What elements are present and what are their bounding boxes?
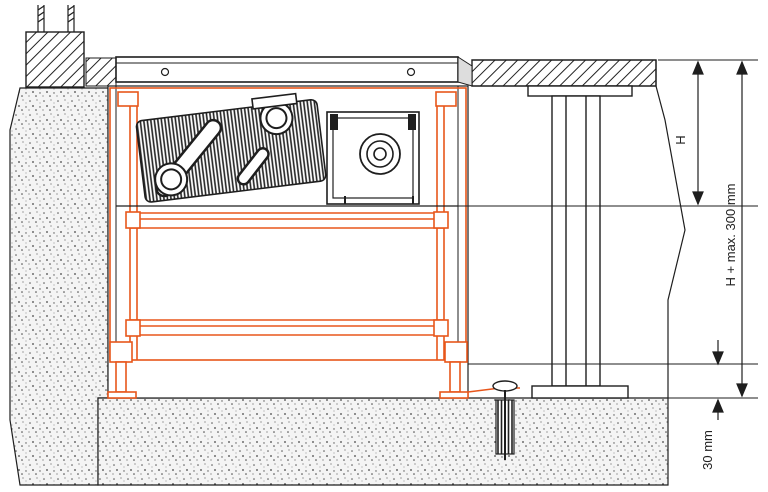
frame-brackets (117, 91, 457, 337)
left-wall-concrete (9, 87, 109, 486)
fan-unit-icon (326, 111, 420, 205)
floor-slab-concrete (97, 397, 669, 486)
wall-anchor-icon (492, 380, 518, 460)
floor-finish-hatched (471, 59, 657, 87)
grate-end-cap (457, 56, 473, 87)
label-height-max: H + max. 300 mm (723, 184, 738, 287)
dimension-h (692, 60, 704, 206)
label-floor-thickness: 30 mm (700, 430, 715, 470)
dimension-h-max (736, 60, 748, 398)
label-height: H (673, 135, 688, 144)
dimension-30mm (712, 340, 724, 420)
right-wall-outline (655, 60, 686, 398)
floor-pedestal (527, 85, 633, 399)
grate-screw (160, 67, 170, 77)
reference-lines (458, 59, 758, 399)
adjustable-feet (107, 341, 469, 399)
grate-screw (406, 67, 416, 77)
top-grate (115, 56, 459, 83)
finned-heat-exchanger-icon (135, 92, 327, 203)
pipe-stubs (37, 5, 75, 32)
edge-profile-left (85, 57, 117, 87)
wall-block-hatched (25, 31, 85, 88)
